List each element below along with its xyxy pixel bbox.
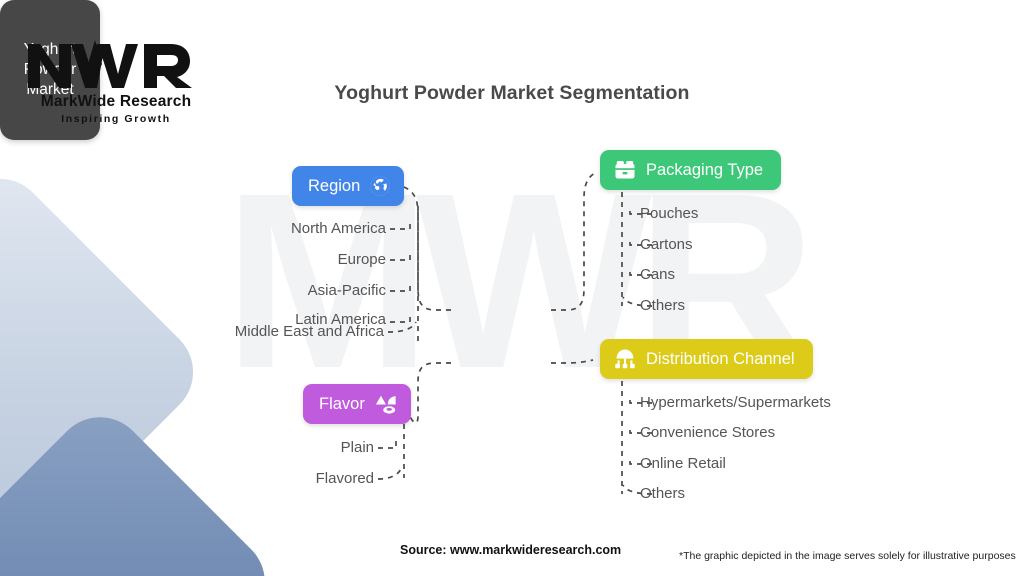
leaf-item: Latin America [295,311,386,328]
source-label: Source: www.markwideresearch.com [400,543,622,557]
page-title: Yoghurt Powder Market Segmentation [334,82,690,104]
box-icon [613,158,637,182]
branch-label-region: Region [308,176,361,195]
leaf-item: Cartons [640,236,693,253]
branch-node-packaging[interactable]: Packaging Type [600,150,782,190]
leaf-item: North America [290,220,386,237]
leaf-item: Plain [340,439,374,456]
leaf-item: Online Retail [640,455,726,472]
sitemap-icon [613,347,637,371]
leaf-item: Convenience Stores [640,424,776,441]
branch-node-flavor[interactable]: Flavor [303,384,411,424]
branch-label-packaging: Packaging Type [646,160,764,179]
leaf-item: Pouches [640,205,699,222]
disclaimer-note: *The graphic depicted in the image serve… [679,550,1016,562]
leaf-item: Europe [337,251,386,268]
leaf-item: Middle East and Africa [234,323,384,340]
leaf-item: Cans [640,266,676,283]
leaf-item: Flavored [315,470,374,487]
leaf-item: Others [640,485,686,502]
mwr-logo-icon [28,40,192,88]
brand-name: MarkWide Research [40,93,192,110]
globe-icon [369,175,391,197]
leaf-item: Others [640,297,686,314]
branch-node-region[interactable]: Region [292,166,405,206]
branch-label-distribution: Distribution Channel [646,349,795,368]
branch-label-flavor: Flavor [319,394,365,413]
branch-node-distribution[interactable]: Distribution Channel [600,339,813,379]
brand-tagline: Inspiring Growth [61,113,171,125]
brand-logo: MarkWide Research Inspiring Growth [26,34,206,125]
shapes-icon [374,393,398,415]
leaf-item: Hypermarkets/Supermarkets [640,394,831,411]
leaf-item: Asia-Pacific [307,282,386,299]
